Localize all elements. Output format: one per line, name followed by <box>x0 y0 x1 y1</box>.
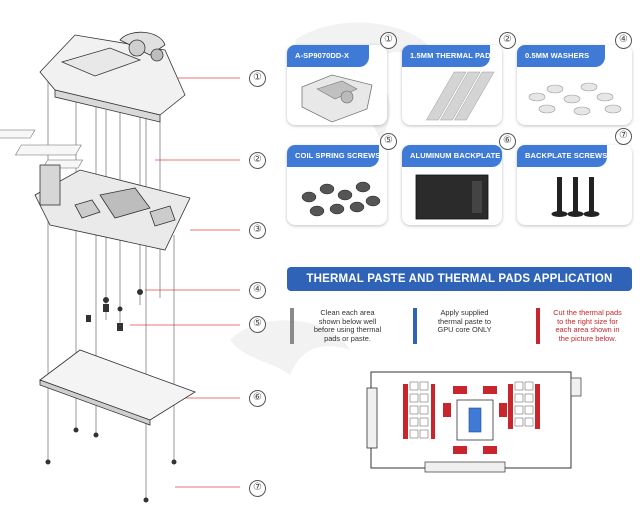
section-banner: THERMAL PASTE AND THERMAL PADS APPLICATI… <box>287 267 632 291</box>
card-title: 0.5MM WASHERS <box>517 45 605 67</box>
backplate-screws-part <box>45 427 177 503</box>
card-number-5: ⑤ <box>380 133 397 150</box>
instruction-clean: Clean each area shown below well before … <box>313 308 382 343</box>
backplate-icon <box>415 174 489 220</box>
gpu-waterblock-icon <box>301 74 373 123</box>
screws-washers-part <box>86 289 143 331</box>
callout-lines <box>130 77 240 488</box>
card-number-4: ④ <box>615 32 632 49</box>
callout-number-4: ④ <box>249 282 266 299</box>
card-number-6: ⑥ <box>499 133 516 150</box>
instruction-paste: Apply supplied thermal paste to GPU core… <box>437 308 492 335</box>
callout-number-2: ② <box>249 152 266 169</box>
card-number-1: ① <box>380 32 397 49</box>
card-title: BACKPLATE SCREWS <box>517 145 607 167</box>
backplate-part <box>39 349 196 426</box>
pcb-application-map <box>366 371 582 473</box>
instruction-bar-blue <box>413 308 417 344</box>
part-card-spring-screws: COIL SPRING SCREWS <box>287 145 387 225</box>
part-card-washers: 0.5MM WASHERS <box>517 45 632 125</box>
callout-number-1: ① <box>249 70 266 87</box>
instruction-pads: Cut the thermal pads to the right size f… <box>553 308 622 343</box>
card-number-2: ② <box>499 32 516 49</box>
thermal-pad-icon <box>426 71 495 121</box>
card-title: COIL SPRING SCREWS <box>287 145 380 167</box>
card-number-7: ⑦ <box>615 128 632 145</box>
instruction-bar-gray <box>290 308 294 344</box>
callout-number-6: ⑥ <box>249 390 266 407</box>
callout-number-3: ③ <box>249 222 266 239</box>
card-title: A-SP9070DD-X <box>287 45 369 67</box>
thermal-pads-part <box>0 129 84 169</box>
backplate-screws-icon <box>551 177 600 217</box>
card-title: 1.5MM THERMAL PAD <box>402 45 490 67</box>
waterblock-part <box>39 31 186 123</box>
callout-number-5: ⑤ <box>249 316 266 333</box>
part-card-backplate-screws: BACKPLATE SCREWS <box>517 145 632 225</box>
part-card-waterblock: A-SP9070DD-X <box>287 45 387 125</box>
part-card-backplate: ALUMINUM BACKPLATE <box>402 145 502 225</box>
part-card-thermal-pad: 1.5MM THERMAL PAD <box>402 45 502 125</box>
washers-icon <box>528 82 622 116</box>
card-title: ALUMINUM BACKPLATE <box>402 145 502 167</box>
spring-screws-icon <box>301 181 381 217</box>
callout-number-7: ⑦ <box>249 480 266 497</box>
instruction-bar-red <box>536 308 540 344</box>
assembly-axes <box>47 65 175 500</box>
pcb-part <box>34 164 191 251</box>
